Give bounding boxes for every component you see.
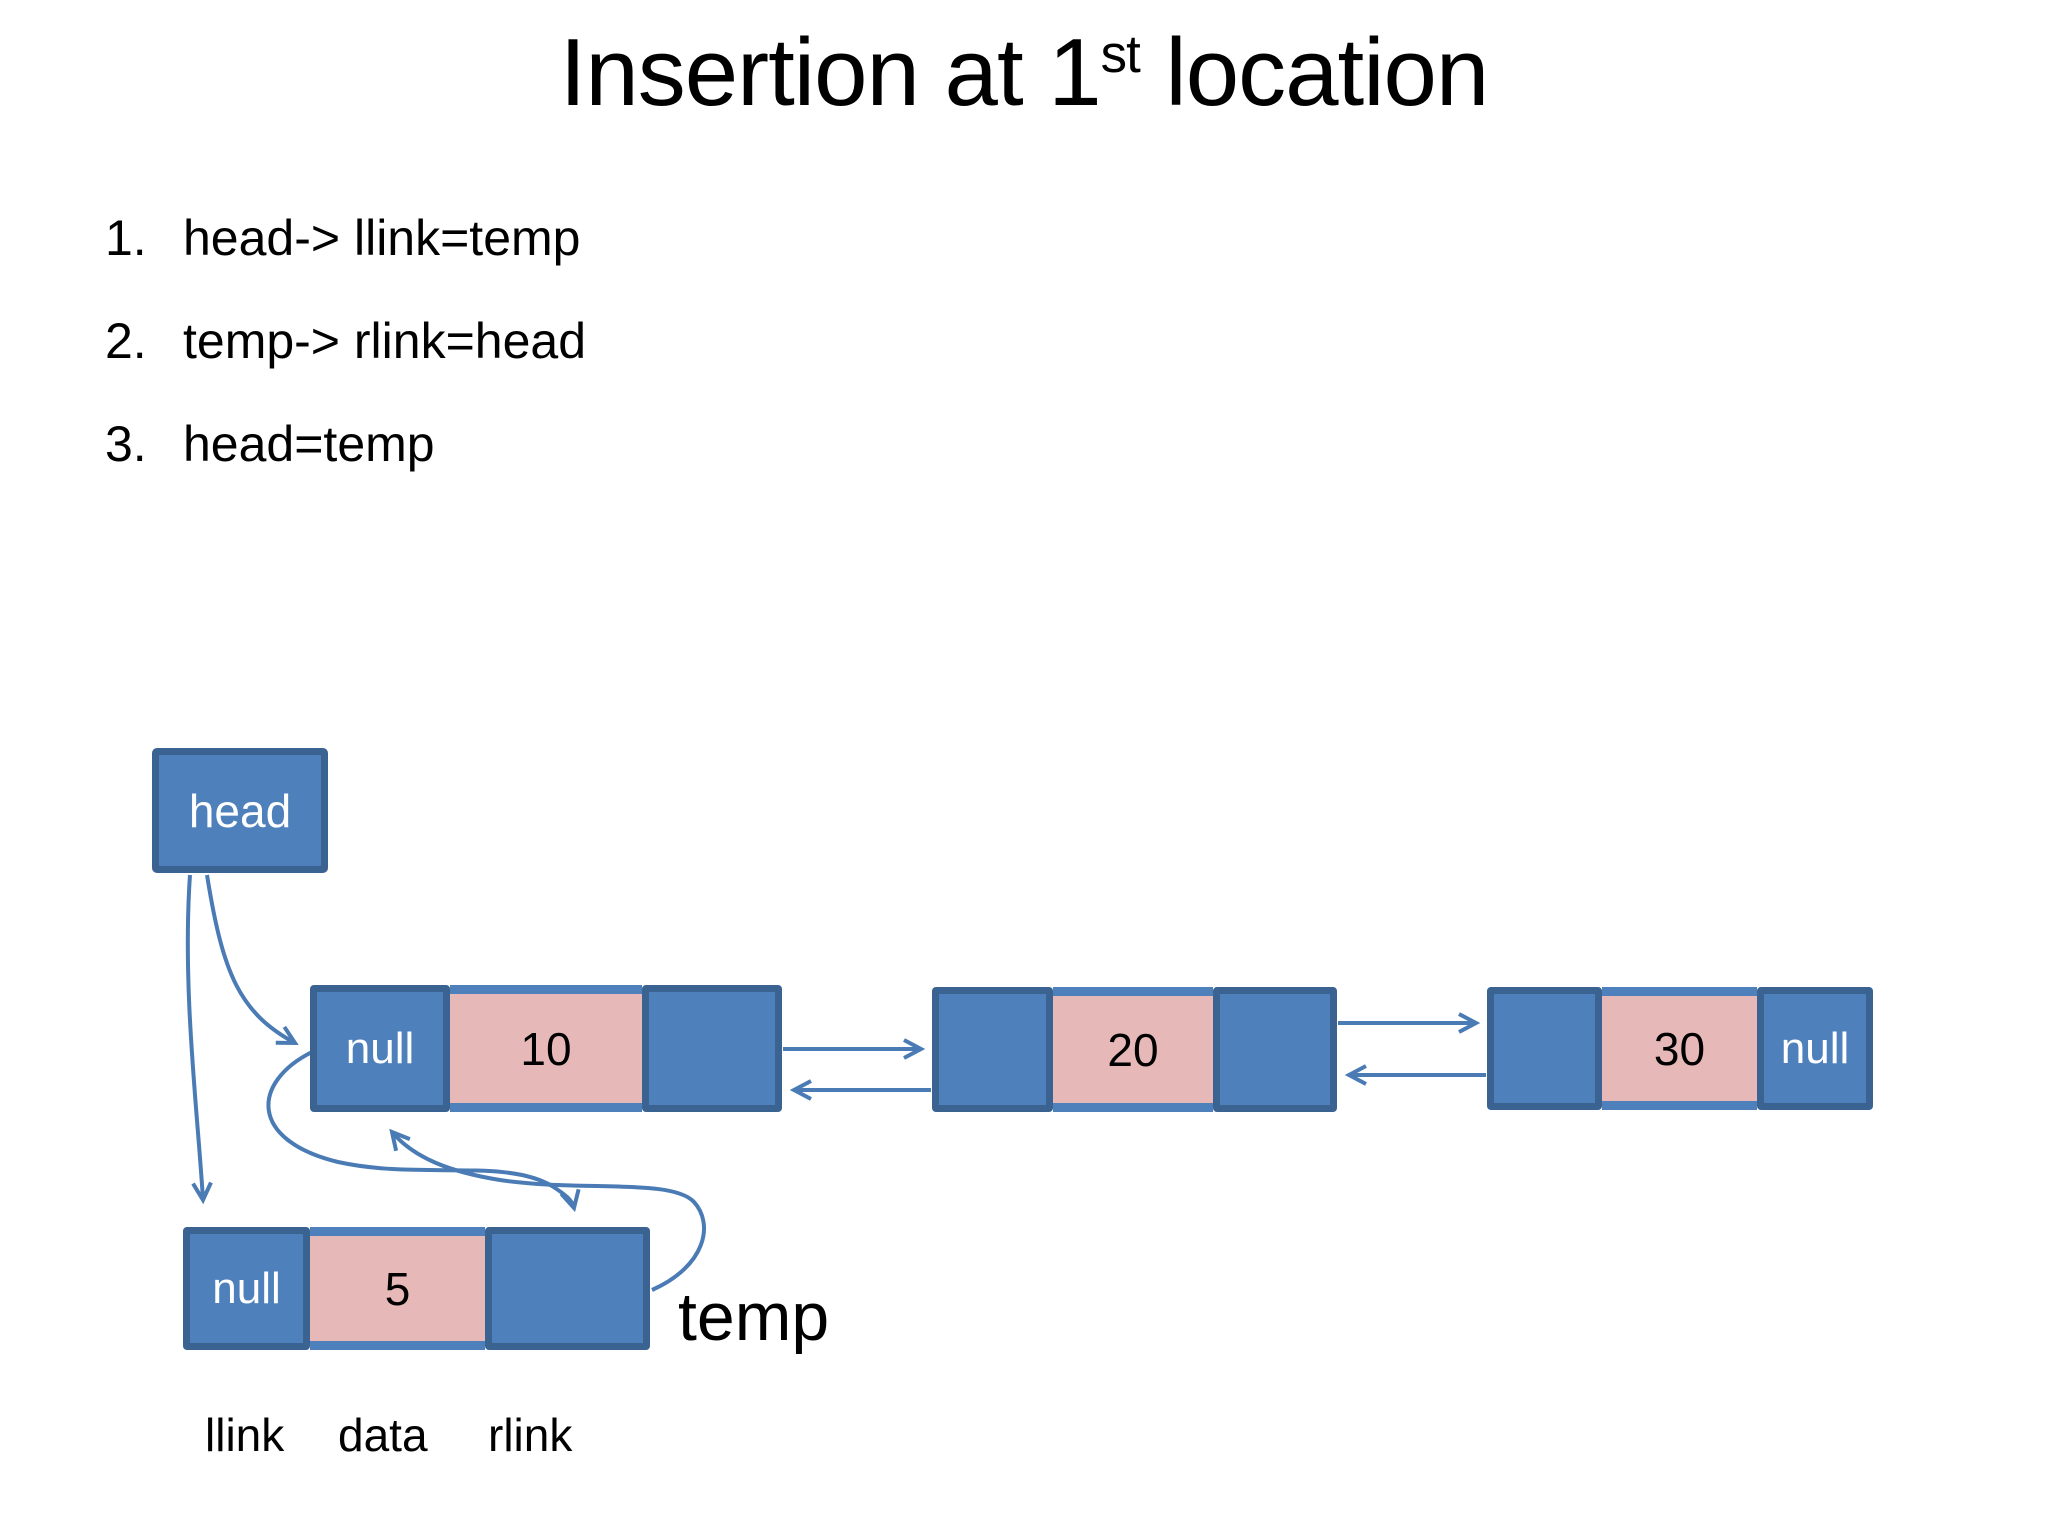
step-number: 1.	[105, 210, 147, 266]
rlink-cell	[1213, 987, 1337, 1112]
data-cell: 20	[1053, 987, 1213, 1112]
title-text-suffix: location	[1139, 19, 1489, 126]
step-item-2: 2. temp-> rlink=head	[105, 311, 586, 371]
step-number: 3.	[105, 416, 147, 472]
step-text: temp-> rlink=head	[183, 313, 587, 369]
field-label-llink: llink	[205, 1409, 285, 1461]
arrow-head-to-temp-icon	[185, 874, 213, 1205]
llink-cell: null	[183, 1227, 310, 1350]
field-label-data: data	[338, 1409, 428, 1461]
title-superscript: st	[1100, 25, 1141, 84]
step-text: head=temp	[183, 416, 435, 472]
arrow-head-to-first-node-icon	[205, 874, 299, 1046]
data-cell: 5	[310, 1227, 485, 1350]
llink-cell: null	[310, 985, 450, 1112]
field-label-rlink: rlink	[488, 1409, 573, 1461]
temp-node: null 5	[183, 1227, 650, 1350]
data-cell: 10	[450, 985, 642, 1112]
step-number: 2.	[105, 313, 147, 369]
llink-cell	[1487, 987, 1602, 1110]
list-node-10: null 10	[310, 985, 782, 1112]
page-title: Insertion at 1st location	[0, 18, 2048, 128]
title-text: Insertion at 1	[559, 19, 1102, 126]
head-pointer-box: head	[152, 748, 328, 873]
list-node-20: 20	[932, 987, 1337, 1112]
step-text: head-> llink=temp	[183, 210, 581, 266]
rlink-cell	[642, 985, 782, 1112]
rlink-cell	[485, 1227, 650, 1350]
list-node-30: 30 null	[1487, 987, 1873, 1110]
step-item-1: 1. head-> llink=temp	[105, 208, 586, 268]
step-item-3: 3. head=temp	[105, 414, 586, 474]
steps-list: 1. head-> llink=temp 2. temp-> rlink=hea…	[105, 208, 586, 517]
head-pointer-label: head	[188, 784, 292, 837]
llink-cell	[932, 987, 1053, 1112]
data-cell: 30	[1602, 987, 1757, 1110]
temp-node-label: temp	[678, 1279, 830, 1355]
rlink-cell: null	[1757, 987, 1873, 1110]
